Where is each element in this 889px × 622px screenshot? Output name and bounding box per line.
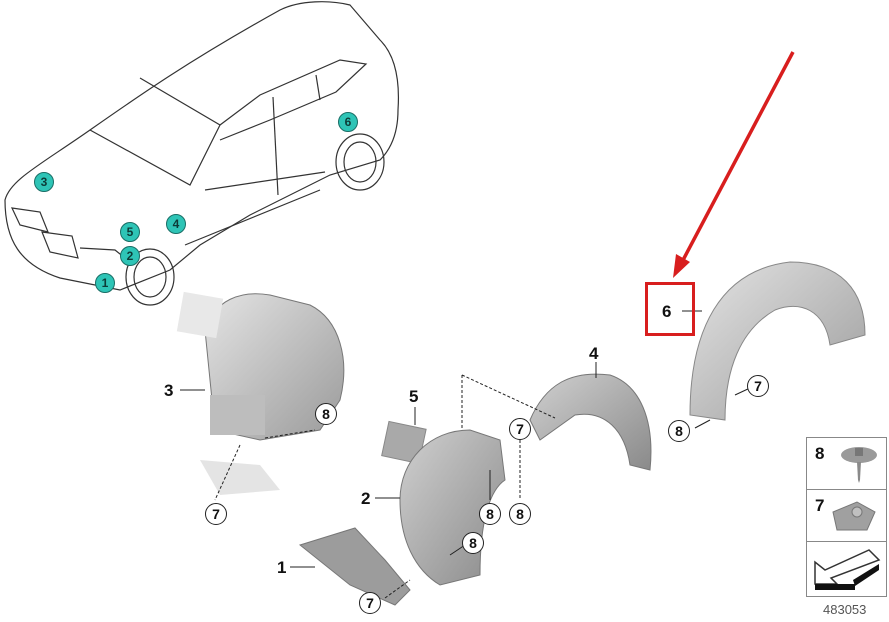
nut-clip-icon: [832, 501, 876, 531]
fastener-callout-8[interactable]: 8: [462, 532, 484, 554]
fastener-callout-7[interactable]: 7: [205, 503, 227, 525]
red-highlight-arrow: [673, 51, 795, 278]
legend-number: 8: [815, 444, 825, 463]
highlight-box-part-6: [645, 282, 695, 336]
callout-part-1[interactable]: 1: [277, 558, 287, 577]
callout-part-6[interactable]: 6: [662, 302, 672, 321]
fastener-callout-7[interactable]: 7: [359, 592, 381, 614]
car-outline-illustration: [4, 1, 400, 306]
fastener-legend: 8 7: [806, 437, 887, 597]
locator-dot-6: 6: [338, 112, 358, 132]
legend-number: 7: [815, 496, 825, 515]
part-6-rear-liner-shape: [689, 261, 866, 421]
locator-dot-2: 2: [120, 246, 140, 266]
legend-item-direction: [807, 542, 886, 596]
legend-item-7[interactable]: 7: [807, 490, 886, 542]
callout-part-4[interactable]: 4: [589, 344, 599, 363]
callout-part-2[interactable]: 2: [361, 489, 371, 508]
locator-dot-5: 5: [120, 222, 140, 242]
part-5-plate-shape: [381, 420, 427, 465]
callout-part-5[interactable]: 5: [409, 387, 419, 406]
direction-arrow-icon: [814, 549, 881, 590]
part-3-front-liner-shape: [176, 291, 345, 495]
part-1-shield-shape: [298, 527, 411, 606]
legend-item-8[interactable]: 8: [807, 438, 886, 490]
fastener-callout-7[interactable]: 7: [509, 418, 531, 440]
part-4-liner-shape: [529, 373, 652, 471]
locator-dot-3: 3: [34, 172, 54, 192]
diagram-image-id: 483053: [823, 602, 867, 617]
clip-screw-icon: [841, 447, 877, 483]
fastener-callout-7[interactable]: 7: [747, 375, 769, 397]
fastener-callout-8[interactable]: 8: [668, 420, 690, 442]
fastener-callout-8[interactable]: 8: [315, 403, 337, 425]
callout-part-3[interactable]: 3: [164, 381, 174, 400]
fastener-callout-8[interactable]: 8: [509, 503, 531, 525]
locator-dot-1: 1: [95, 273, 115, 293]
fastener-callout-8[interactable]: 8: [479, 503, 501, 525]
locator-dot-4: 4: [166, 214, 186, 234]
